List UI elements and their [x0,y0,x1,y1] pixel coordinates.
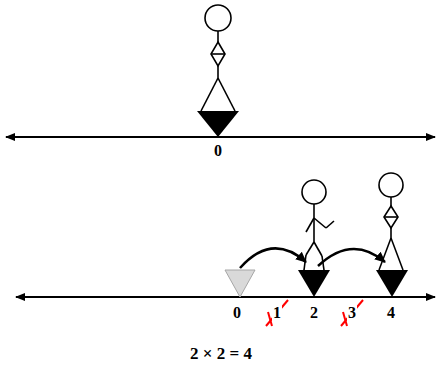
number-line [6,136,435,138]
tick-number: 2 [309,304,319,322]
tick-number: 1 [272,304,282,322]
jump-arc [240,248,306,268]
equation-caption: 2 × 2 = 4 [189,344,253,364]
jump-arc [318,249,385,266]
position-marker [298,270,330,297]
tick-number: 0 [232,304,242,322]
position-marker [376,270,408,297]
start-marker [225,270,255,297]
tick-number: 0 [213,142,223,160]
position-marker [197,111,239,137]
walking-figure [302,180,334,270]
tick-number: 3 [347,304,357,322]
stick-figure [201,5,235,111]
tick-number: 4 [386,304,396,322]
stick-figure [379,173,403,270]
number-line [16,296,435,298]
cross-out-mark [341,300,363,326]
cross-out-mark [266,300,288,326]
